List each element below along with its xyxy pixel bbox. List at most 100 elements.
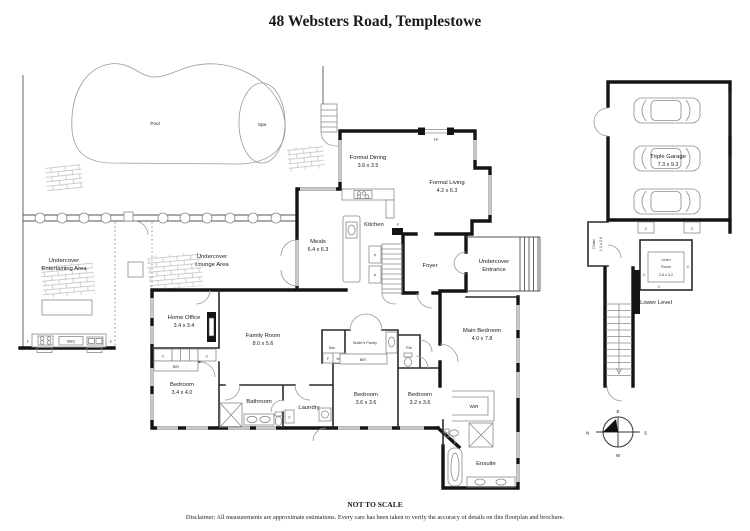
cupboard-marker: C — [658, 285, 661, 289]
room-label-butlers-pantry: Butler's Pantry — [353, 341, 377, 345]
room-dims-formal-dining: 3.6 x 3.5 — [358, 163, 379, 169]
cupboard-marker: C — [687, 265, 690, 269]
compass-icon: E S W N — [586, 409, 647, 458]
cupboard-marker: C — [162, 355, 165, 359]
av-niche — [207, 312, 216, 342]
robes-left-wing: C C BIR — [153, 348, 217, 372]
room-dims-family-room: 8.0 x 5.6 — [253, 341, 274, 347]
room-label-main-bedroom: Main Bedroom — [463, 328, 501, 334]
room-label-linen-1: Linen — [661, 258, 670, 262]
room-dims-home-office: 3.4 x 3.4 — [174, 323, 195, 329]
exterior-steps — [320, 66, 340, 147]
room-label-linen-2: Room — [661, 265, 671, 269]
lower-level-label: Lower Level — [640, 300, 672, 306]
kitchen-island — [342, 215, 361, 283]
lounge-label-1: Undercover — [197, 254, 227, 260]
garage-building: Triple Garage 7.3 x 9.3 Cellar 1.2 x 2.6… — [587, 80, 732, 402]
fireplace: FP — [418, 127, 454, 142]
pool-outline — [71, 63, 286, 165]
room-label-bedroom3: Bedroom — [408, 392, 432, 398]
fridge-marker: F — [327, 357, 330, 361]
fireplace-marker: FP — [434, 138, 439, 142]
wall-oven-marker: WO — [336, 357, 342, 361]
door-arcs — [195, 239, 459, 445]
car-icon — [633, 188, 701, 215]
spa-outline — [238, 82, 286, 164]
room-label-bathroom: Bathroom — [246, 399, 272, 405]
fridge-marker: F — [397, 223, 400, 227]
undercover-entertaining-area: Undercover Entertaining Area BBQ F F — [18, 258, 116, 353]
room-label-bedroom2: Bedroom — [354, 392, 378, 398]
cupboard — [637, 221, 655, 234]
cupboard-marker: C — [643, 273, 646, 277]
window-walls — [150, 140, 520, 482]
room-label-garage: Triple Garage — [650, 154, 687, 160]
lounge-label-2: Lounge Area — [195, 262, 229, 268]
bbq-label: BBQ — [67, 340, 75, 344]
room-dims-formal-living: 4.2 x 6.3 — [437, 188, 458, 194]
paving-brick-patch — [44, 164, 84, 192]
room-label-bar: Bar — [329, 346, 336, 350]
room-label-wir: WIR — [470, 404, 480, 409]
paving-brick-patch — [146, 251, 204, 291]
linen-room: Linen Room 2.6 x 3.2 C C C — [633, 239, 693, 314]
kitchen-fixtures: F — [341, 188, 403, 283]
compass-west: W — [616, 453, 621, 458]
entertaining-label-2: Entertaining Area — [41, 266, 87, 272]
staircase-lower-level — [606, 303, 632, 402]
room-label-family-room: Family Room — [246, 333, 281, 339]
room-label-powder: Pdr — [406, 346, 413, 350]
bir-marker: BIR — [360, 358, 366, 362]
laundry-fixtures: C — [284, 407, 332, 424]
walls-interior — [151, 289, 519, 447]
paving-brick-patch — [286, 144, 326, 172]
garage-door-openings — [728, 92, 732, 218]
wir-closet — [452, 390, 495, 422]
room-label-meals: Meals — [310, 239, 326, 245]
cellar: Cellar 1.2 x 2.6 — [587, 221, 622, 267]
cupboard-marker: C — [645, 227, 648, 231]
cupboard-marker: C — [288, 416, 291, 420]
scale-note: NOT TO SCALE — [347, 500, 402, 509]
outdoor-area: Pool Spa Undercover Entertaining Area — [18, 63, 340, 353]
gate-post — [123, 211, 134, 222]
powder-toilet — [403, 352, 413, 367]
pantry-robes: BIR — [339, 331, 398, 365]
garage-entry-door-arcs — [593, 107, 609, 137]
bbq-counter: BBQ F F — [27, 333, 113, 353]
main-residence: FP F P P — [150, 127, 541, 490]
compass-south: S — [644, 431, 647, 436]
room-label-bedroom1: Bedroom — [170, 382, 194, 388]
bathroom-fixtures — [219, 402, 283, 428]
room-label-home-office: Home Office — [168, 315, 201, 321]
room-label-cellar: Cellar — [592, 238, 596, 248]
bir-marker: BIR — [173, 365, 179, 369]
paving-brick-patch — [40, 261, 96, 299]
room-label-laundry: Laundry — [298, 405, 319, 411]
ensuite-fixtures — [444, 422, 516, 488]
room-dims-bedroom3: 3.2 x 3.6 — [410, 400, 431, 406]
cupboard-marker: C — [206, 355, 209, 359]
room-label-foyer: Foyer — [422, 263, 437, 269]
staircase-main: P P — [368, 243, 403, 305]
undercover-entrance: Undercover Entrance — [453, 236, 541, 292]
cupboard — [683, 221, 701, 234]
room-dims-garage: 7.3 x 9.3 — [658, 162, 679, 168]
garage-walls — [603, 80, 732, 388]
room-label-kitchen: Kitchen — [364, 222, 384, 228]
room-dims-linen: 2.6 x 3.2 — [659, 273, 673, 277]
room-label-formal-dining: Formal Dining — [350, 155, 387, 161]
entrance-label-2: Entrance — [482, 267, 506, 273]
room-dims-meals: 6.4 x 6.3 — [308, 247, 329, 253]
room-label-formal-living: Formal Living — [429, 180, 464, 186]
pantry-cupboard-marker: P — [374, 274, 377, 278]
outdoor-table — [41, 299, 93, 316]
planter-box — [127, 261, 144, 278]
room-dims-bedroom2: 3.6 x 3.6 — [356, 400, 377, 406]
fridge-marker: F — [110, 340, 113, 344]
car-icon — [633, 97, 701, 124]
room-dims-cellar: 1.2 x 2.6 — [599, 237, 603, 251]
undercover-lounge-area: Undercover Lounge Area — [114, 222, 229, 346]
